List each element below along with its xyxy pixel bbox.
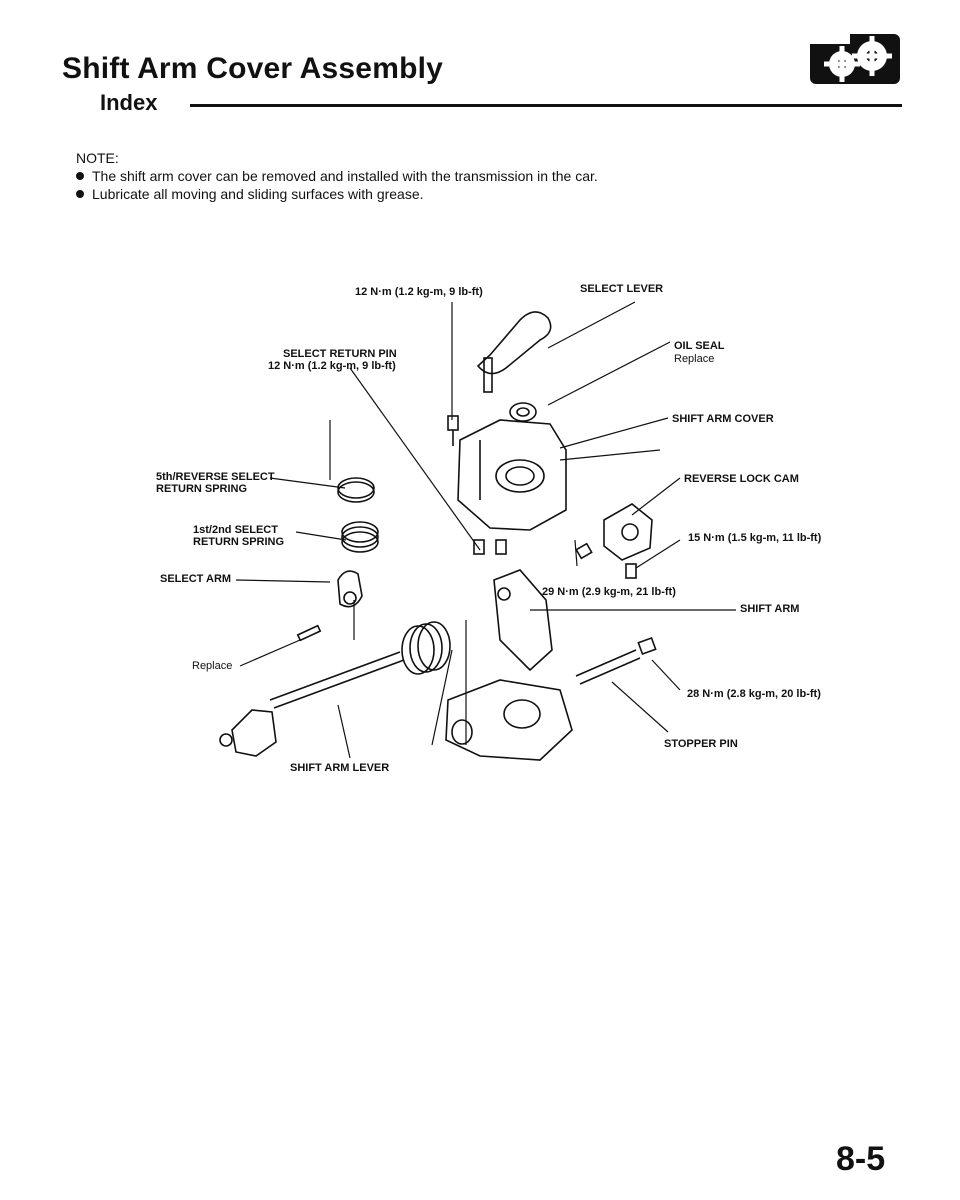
replace-label: Replace [192, 660, 233, 672]
torque-29-label: 29 N·m (2.9 kg-m, 21 lb-ft) [542, 586, 676, 598]
select-lever-label: SELECT LEVER [580, 283, 664, 295]
header-rule [190, 104, 902, 107]
section-subtitle: Index [100, 90, 158, 115]
oil-seal-note: Replace [674, 353, 715, 365]
page-number: 8-5 [836, 1140, 886, 1178]
reverse-lock-cam-label: REVERSE LOCK CAM [684, 473, 799, 485]
note-text: The shift arm cover can be removed and i… [92, 168, 598, 184]
torque-label-top: 12 N·m (1.2 kg-m, 9 lb-ft) [355, 286, 483, 298]
page-title: Shift Arm Cover Assembly [62, 52, 444, 85]
select-return-pin-torque: 12 N·m (1.2 kg-m, 9 lb-ft) [268, 360, 396, 372]
select-return-pin-label: SELECT RETURN PIN [283, 348, 397, 360]
bullet-icon [76, 190, 84, 198]
stopper-pin-label: STOPPER PIN [664, 738, 738, 750]
shift-arm-label: SHIFT ARM [740, 603, 800, 615]
torque-15-label: 15 N·m (1.5 kg-m, 11 lb-ft) [688, 532, 822, 544]
shift-arm-cover-label: SHIFT ARM COVER [672, 413, 774, 425]
fifth-reverse-spring-label: 5th/REVERSE SELECT [156, 471, 275, 483]
note-item: The shift arm cover can be removed and i… [76, 168, 598, 184]
select-arm-label: SELECT ARM [160, 573, 232, 585]
bullet-icon [76, 172, 84, 180]
first-second-spring-label: 1st/2nd SELECT [193, 524, 278, 536]
note-item: Lubricate all moving and sliding surface… [76, 186, 424, 202]
note-text: Lubricate all moving and sliding surface… [92, 186, 424, 202]
transmission-gears-icon [810, 34, 900, 84]
shift-arm-lever-label: SHIFT ARM LEVER [290, 762, 390, 774]
oil-seal-label: OIL SEAL [674, 340, 725, 352]
note-heading: NOTE: [76, 150, 119, 166]
first-second-spring-label-2: RETURN SPRING [193, 536, 285, 548]
torque-28-label: 28 N·m (2.8 kg-m, 20 lb-ft) [687, 688, 821, 700]
fifth-reverse-spring-label-2: RETURN SPRING [156, 483, 248, 495]
